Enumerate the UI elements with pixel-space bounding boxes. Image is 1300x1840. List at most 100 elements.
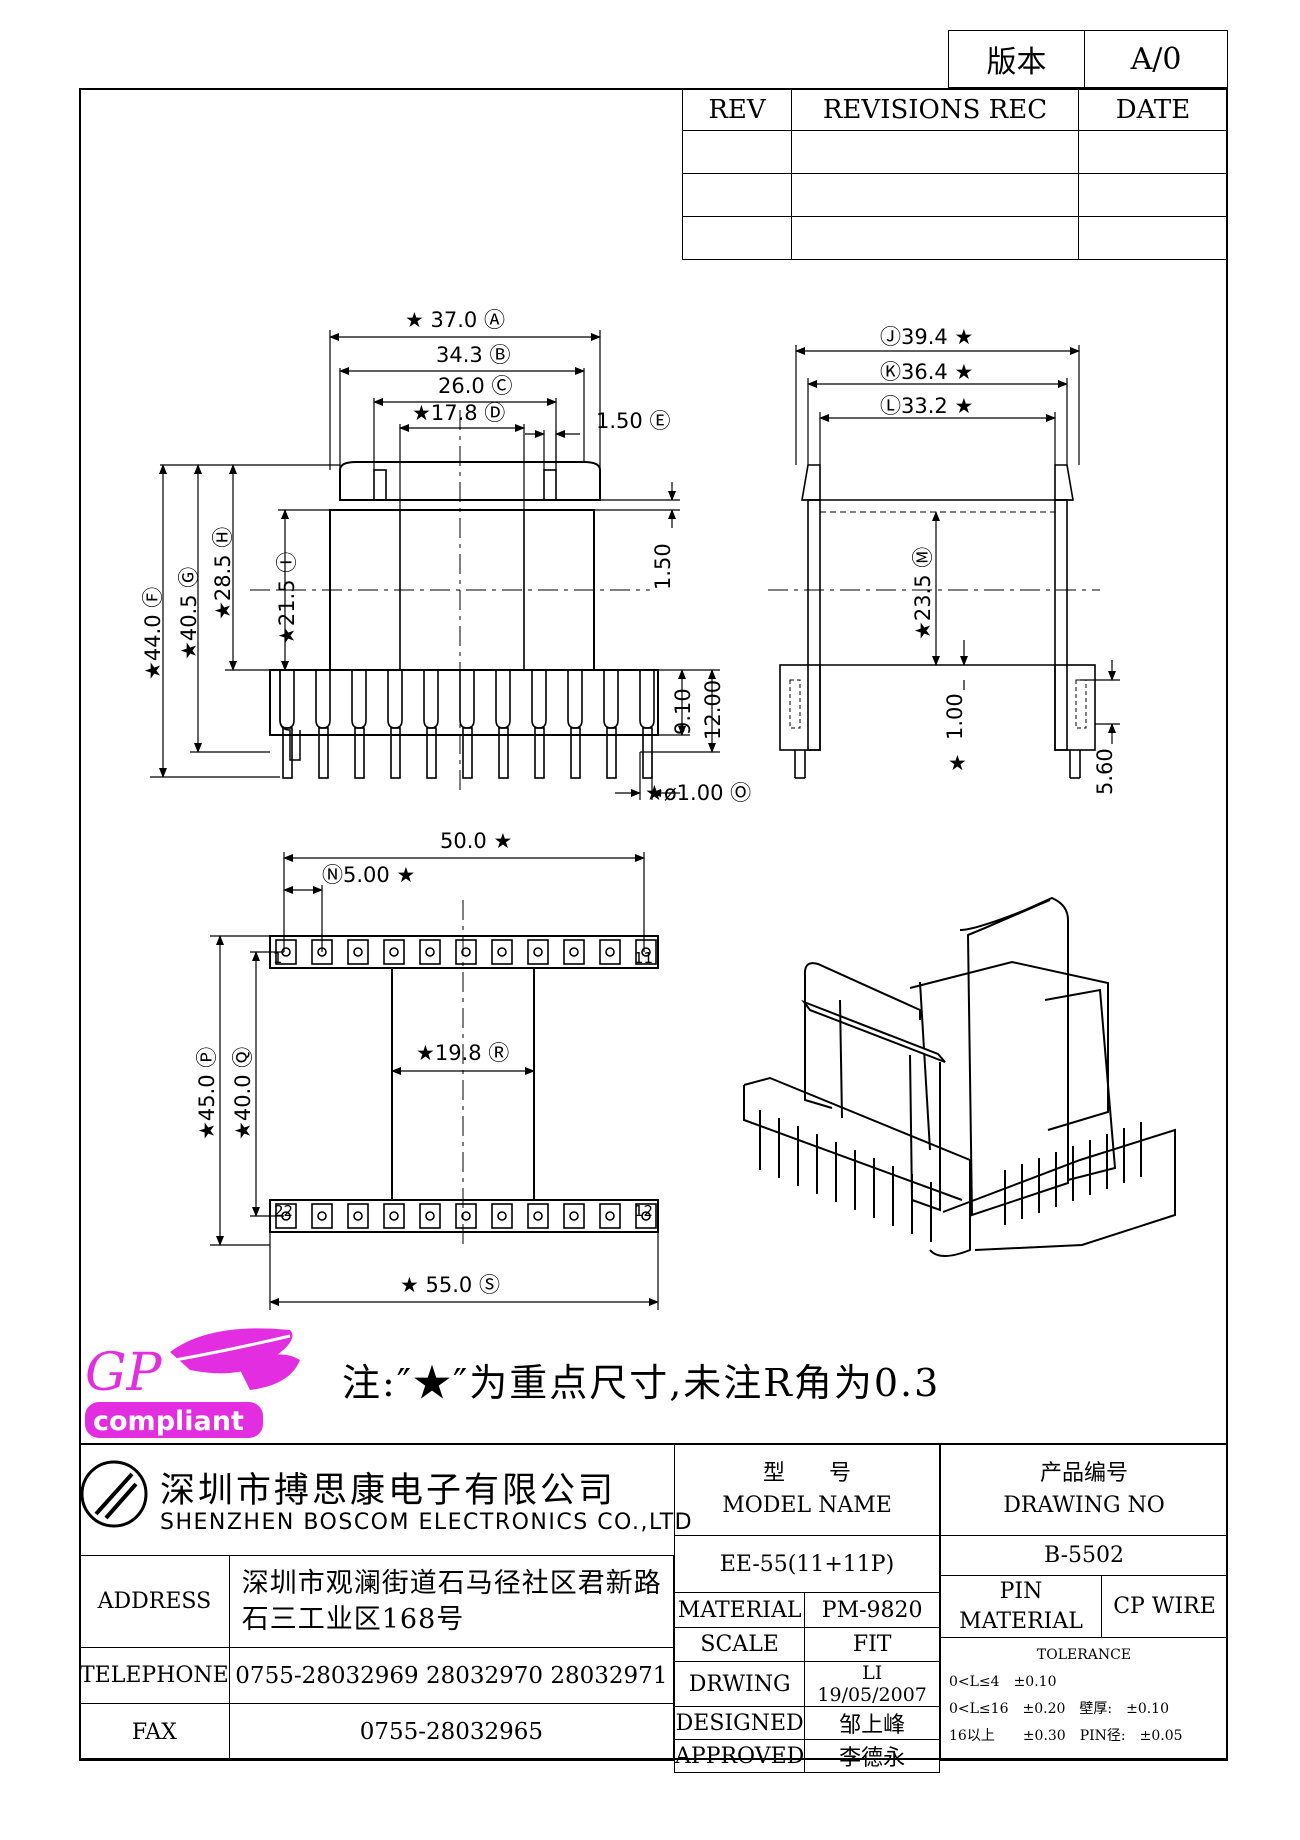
rev-cell: [791, 216, 1079, 260]
bottom-pin-hole: [317, 1211, 327, 1221]
pin-label-1: PIN: [999, 1578, 1043, 1604]
revision-table: REV REVISIONS REC DATE: [682, 88, 1228, 260]
model-label-en: MODEL NAME: [722, 1493, 892, 1518]
bottom-pin-pad: [311, 1203, 333, 1229]
front-pins: [279, 670, 301, 761]
dim-E: 1.50 Ⓔ: [596, 409, 670, 433]
note-text: 注:″★″为重点尺寸,未注R角为0.3: [342, 1361, 940, 1405]
company-logo: [80, 1460, 148, 1528]
pin-label-12: 12: [634, 1202, 653, 1220]
version-value: A/0: [1084, 30, 1228, 88]
dim-S: ★ 55.0 Ⓢ: [400, 1273, 500, 1297]
address-line-1: 深圳市观澜街道石马径社区君新路: [241, 1567, 662, 1599]
dim-G: ★40.5 Ⓖ: [177, 567, 201, 660]
bottom-pin-pad: [347, 1203, 369, 1229]
pin-label-22: 22: [274, 1202, 293, 1220]
dim-100: 1.00: [943, 693, 967, 740]
drawing-value: B-5502: [940, 1535, 1228, 1576]
gp-compliant-badge: GP compliant: [85, 1328, 300, 1438]
spec-value: FIT: [804, 1627, 940, 1662]
tolerance-line-1: 0<L≤4 ±0.10: [949, 1674, 1057, 1690]
version-label: 版本: [948, 30, 1085, 88]
bottom-pin-hole: [569, 947, 579, 957]
rev-cell: [682, 173, 792, 217]
dim-50: 50.0 ★: [440, 829, 512, 853]
dim-I: ★21.5 Ⓘ: [275, 552, 299, 645]
front-pin-slot: [279, 670, 295, 729]
drawing-table: 产品编号 DRAWING NO B-5502 PIN MATERIAL CP W…: [940, 1444, 1228, 1761]
front-pin-slot: [387, 670, 403, 729]
bottom-pin-pad: [491, 939, 513, 965]
dim-F: ★44.0 Ⓕ: [141, 587, 165, 680]
tolerance-line-3: 16以上 ±0.30 PIN径: ±0.05: [949, 1728, 1183, 1744]
compliant-text: compliant: [93, 1406, 244, 1437]
bottom-pin-pad: [599, 939, 621, 965]
bottom-pin-hole: [533, 947, 543, 957]
bottom-pin-pad: [419, 939, 441, 965]
contact-table: ADDRESS 深圳市观澜街道石马径社区君新路 石三工业区168号 TELEPH…: [79, 1555, 675, 1761]
telephone-value: 0755-28032969 28032970 28032971: [228, 1647, 675, 1704]
bottom-pin-hole: [497, 1211, 507, 1221]
bottom-pin-pad: [599, 1203, 621, 1229]
front-pin: [534, 727, 545, 779]
dim-H: ★28.5 Ⓗ: [211, 527, 235, 620]
front-pin-slot: [423, 670, 439, 729]
bottom-pin-hole: [497, 947, 507, 957]
front-pin-slot: [567, 670, 583, 729]
dim-L: Ⓛ33.2 ★: [880, 394, 973, 418]
drawing-label-cn: 产品编号: [1039, 1461, 1128, 1486]
spec-label: DESIGNED: [673, 1706, 806, 1740]
bottom-pin-pad: [383, 939, 405, 965]
bottom-pin-pad: [563, 1203, 585, 1229]
front-pin: [462, 727, 473, 779]
model-value: EE-55(11+11P): [674, 1535, 940, 1593]
bottom-pin-hole: [353, 1211, 363, 1221]
bottom-pin-hole: [605, 947, 615, 957]
rev-header: REV: [682, 88, 792, 131]
dim-K: Ⓚ36.4 ★: [880, 360, 973, 384]
pin-label-2: MATERIAL: [959, 1608, 1083, 1634]
tolerance-line-2: 0<L≤16 ±0.20 壁厚: ±0.10: [949, 1701, 1170, 1717]
bottom-pin-hole: [425, 947, 435, 957]
pin-label-1: 1: [273, 949, 283, 967]
spec-value: PM-9820: [804, 1592, 940, 1628]
revisions-rec-header: REVISIONS REC: [791, 88, 1079, 131]
front-pin: [390, 727, 401, 779]
dim-150: 1.50: [651, 543, 675, 590]
bottom-pin-hole: [461, 1211, 471, 1221]
bottom-pin-pad: [563, 939, 585, 965]
address-label: ADDRESS: [79, 1555, 230, 1648]
dim-910: 9.10: [671, 688, 695, 735]
front-view: [250, 410, 659, 790]
bottom-pin-hole: [641, 1211, 651, 1221]
bottom-pin-hole: [425, 1211, 435, 1221]
front-pin-slot: [639, 670, 655, 729]
fax-label: FAX: [79, 1703, 230, 1761]
spec-value: LI 19/05/2007: [804, 1661, 940, 1707]
bottom-pin-hole: [605, 1211, 615, 1221]
bottom-pin-pad: [491, 1203, 513, 1229]
front-pin: [282, 727, 293, 779]
isometric-view: [743, 896, 1176, 1257]
dim-100-star: ★: [948, 751, 967, 775]
bottom-pin-hole: [533, 1211, 543, 1221]
front-pin-slot: [315, 670, 331, 729]
bottom-pin-pad: [635, 939, 657, 965]
bottom-pin-pad: [527, 939, 549, 965]
dim-A: ★ 37.0 Ⓐ: [405, 308, 505, 332]
gp-text: GP: [85, 1343, 163, 1403]
pin-value: CP WIRE: [1101, 1575, 1228, 1638]
front-pin-slot: [351, 670, 367, 729]
company-name-en: SHENZHEN BOSCOM ELECTRONICS CO.,LTD: [160, 1510, 694, 1535]
dim-M: ★23.5 Ⓜ: [911, 547, 935, 640]
dim-Q: ★40.0 Ⓠ: [231, 1047, 255, 1140]
bottom-pin-hole: [641, 947, 651, 957]
dim-B: 34.3 Ⓑ: [436, 343, 510, 367]
front-pin: [426, 727, 437, 779]
front-pin: [318, 727, 329, 779]
version-box: 版本 A/0: [948, 30, 1228, 88]
front-pin-slot: [459, 670, 475, 729]
dim-560: 5.60: [1093, 748, 1117, 795]
